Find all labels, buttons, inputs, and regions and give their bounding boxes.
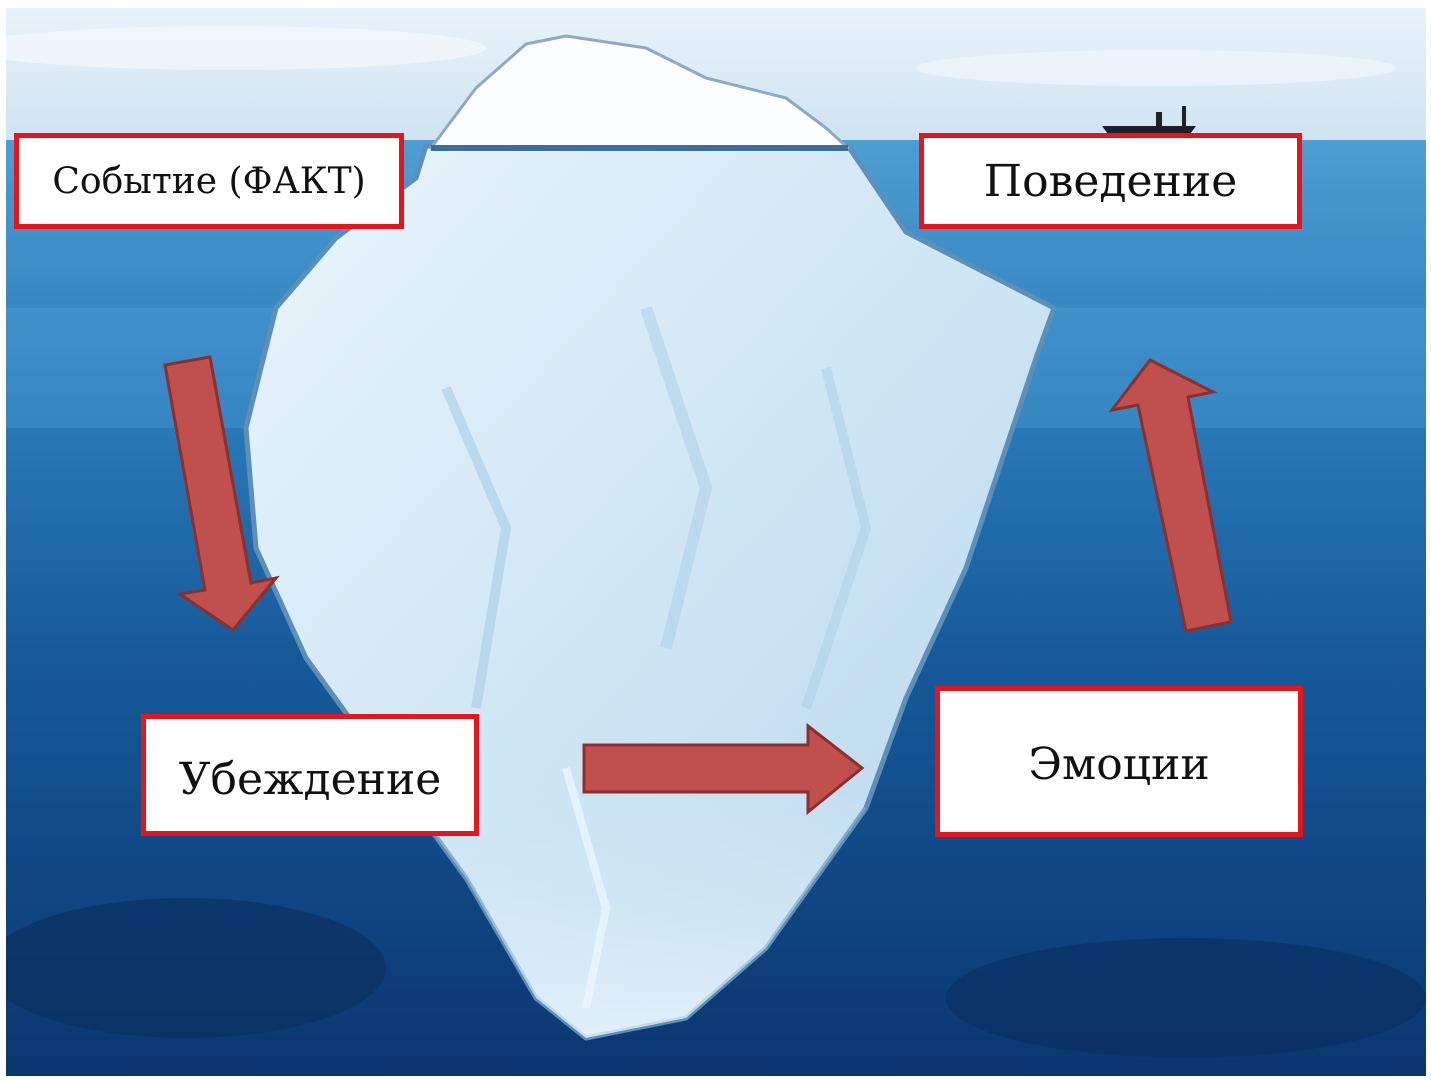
node-event: Событие (ФАКТ) xyxy=(14,133,404,229)
node-emotion: Эмоции xyxy=(935,686,1303,837)
node-belief: Убеждение xyxy=(141,714,479,836)
node-behavior: Поведение xyxy=(919,133,1302,229)
arrow-event-to-belief xyxy=(165,357,276,630)
node-emotion-label: Эмоции xyxy=(1028,739,1209,790)
node-belief-label: Убеждение xyxy=(179,754,442,805)
node-behavior-label: Поведение xyxy=(984,156,1238,207)
node-event-label: Событие (ФАКТ) xyxy=(52,161,365,202)
arrow-belief-to-emotion xyxy=(584,726,862,812)
arrow-emotion-to-behavior xyxy=(1112,360,1231,631)
